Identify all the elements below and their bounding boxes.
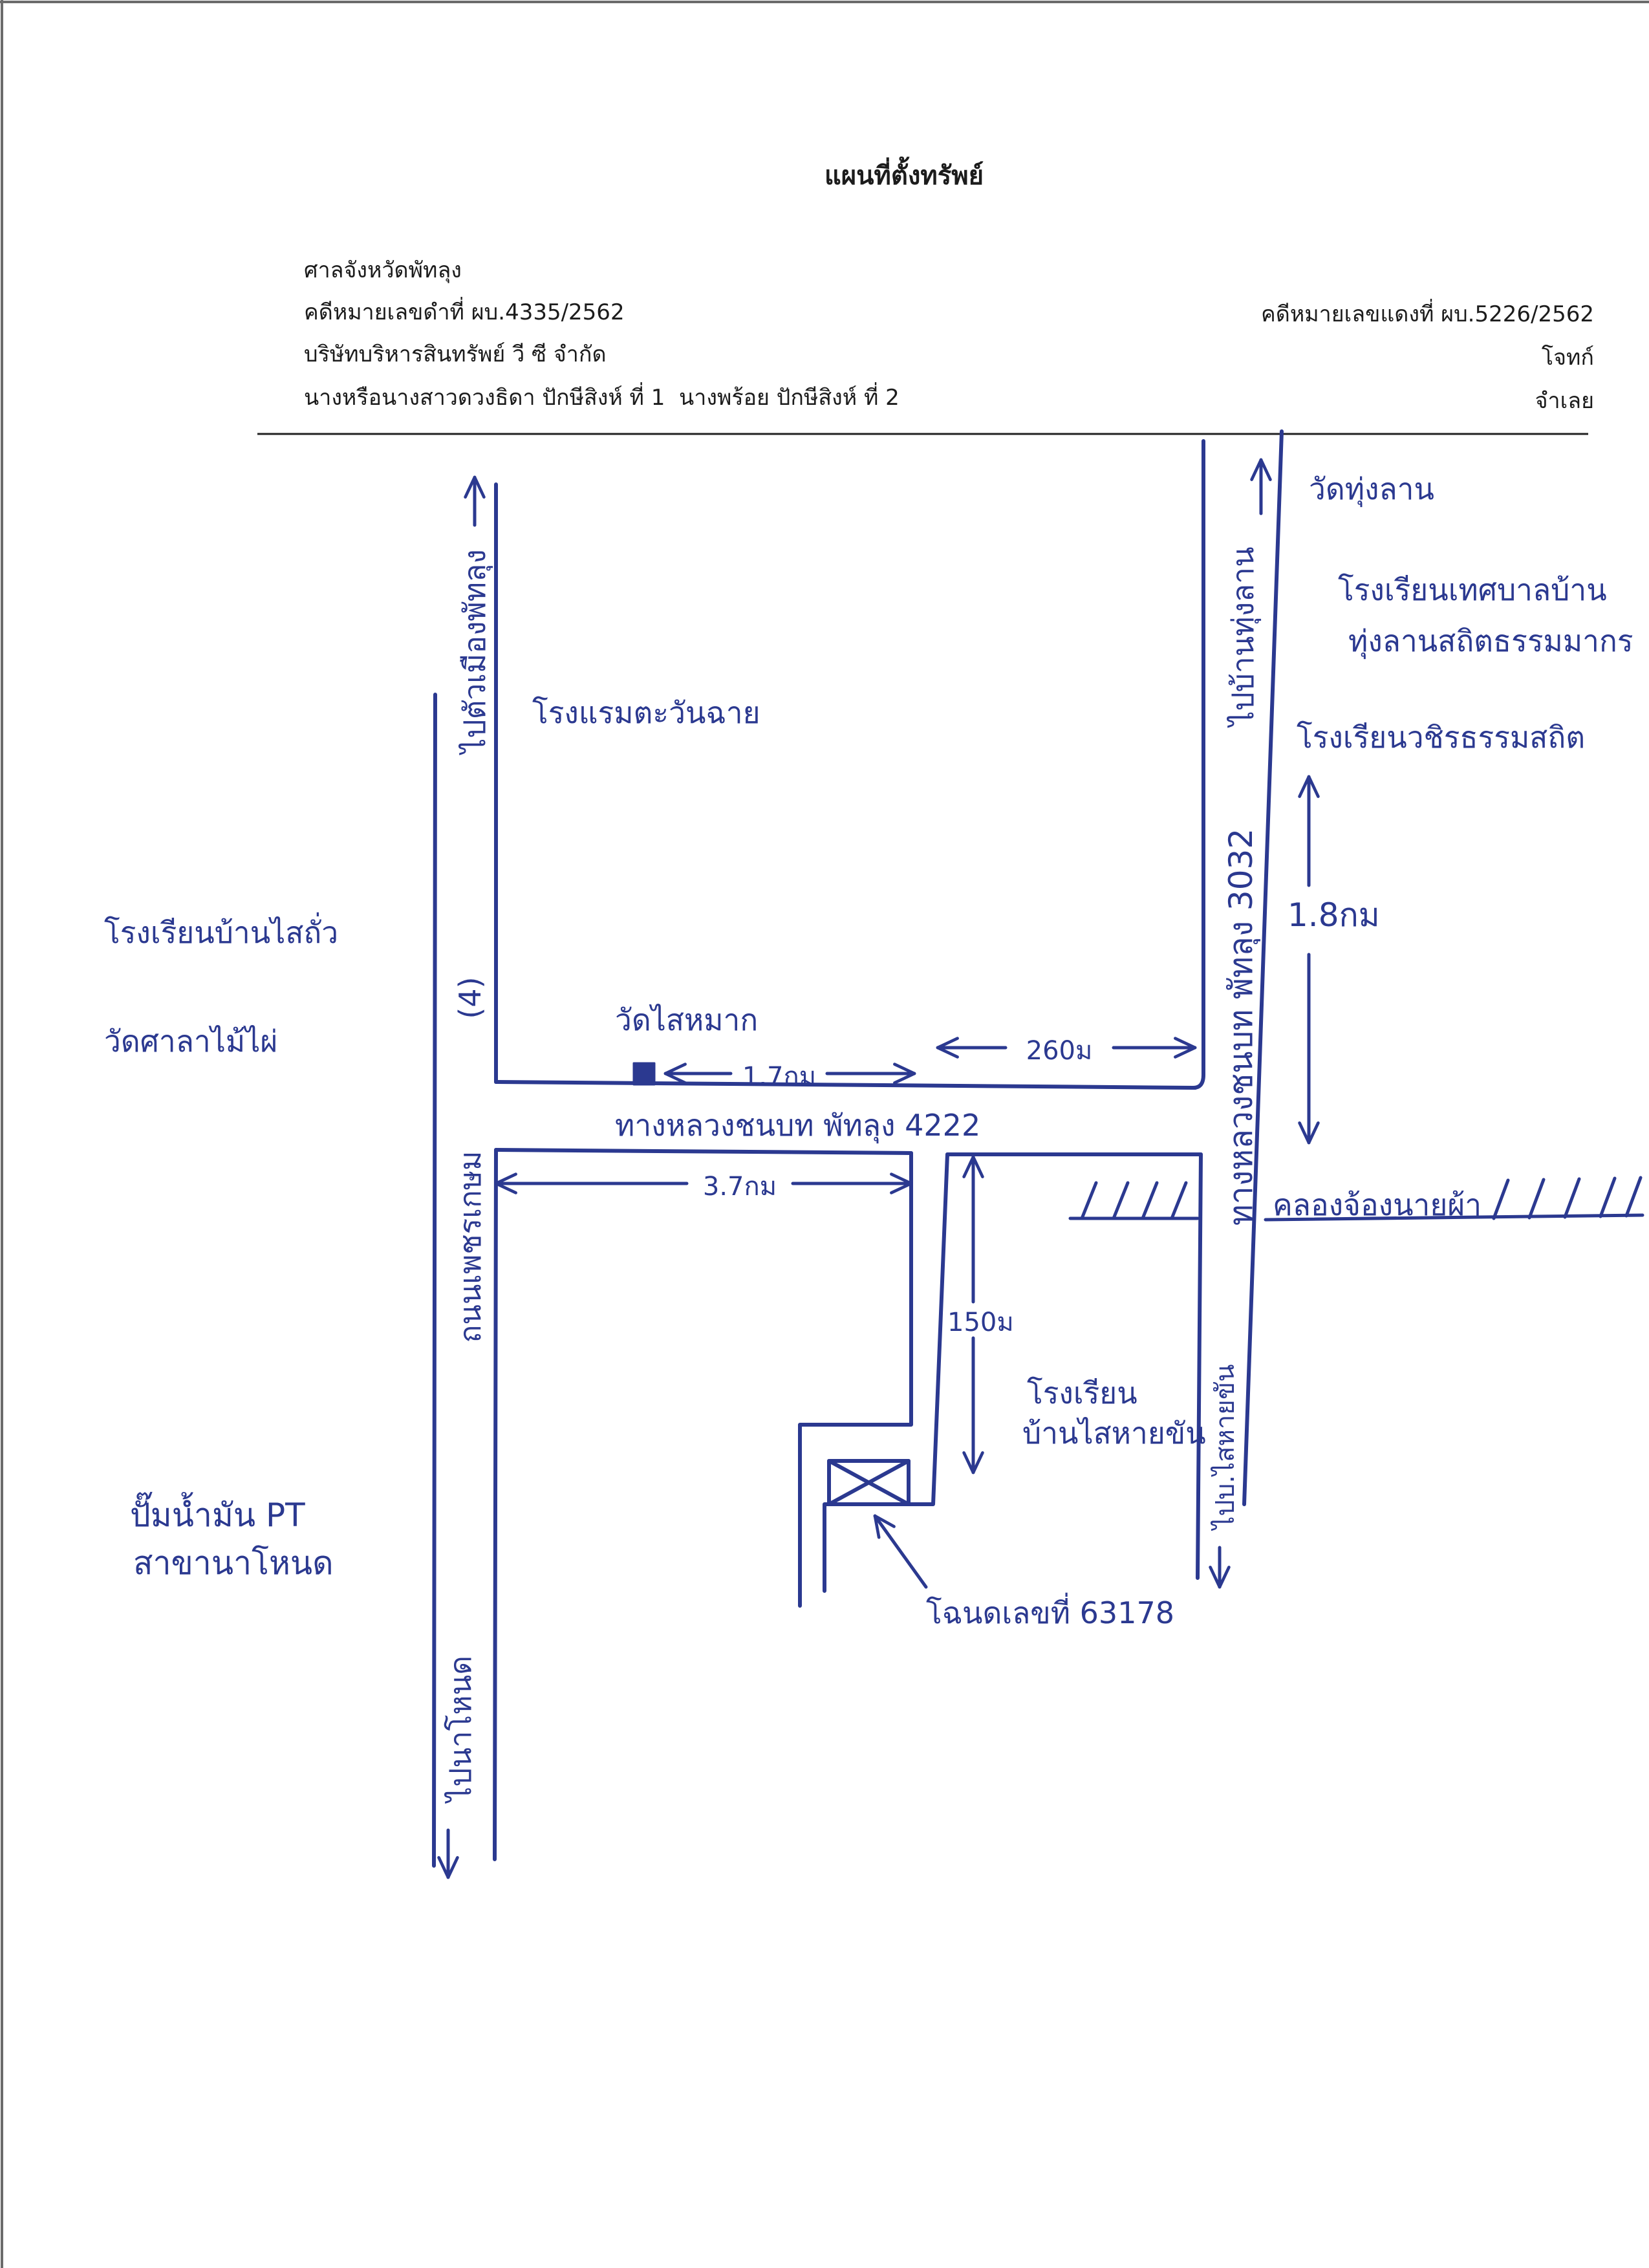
label-distance-3-7km: 3.7กม (703, 1172, 777, 1202)
document-header: แผนที่ตั้งทรัพย์ ศาลจังหวัดพัทลุง คดีหมา… (257, 157, 1594, 435)
map-drawing (432, 429, 1644, 1868)
phetkasem-road-west-edge (432, 693, 437, 1868)
property-plot (827, 1459, 911, 1506)
wat-sai-mak-marker (632, 1062, 656, 1086)
label-to-sai-hai-khan: ไปบ.ไสหายขัน (1211, 1364, 1240, 1531)
label-pt-station-line1: ปั๊มน้ำมัน PT (130, 1491, 305, 1534)
road-3032-east-edge (1242, 429, 1284, 1506)
label-tawan-chai-hotel: โรงแรมตะวันฉาย (532, 695, 760, 730)
label-distance-260m: 260ม (1026, 1036, 1093, 1066)
label-wachira-school: โรงเรียนวชิรธรรมสถิต (1297, 720, 1585, 755)
plaintiff-name: บริษัทบริหารสินทรัพย์ วี ซี จำกัด (304, 341, 607, 367)
label-sai-hai-khan-school-line2: บ้านไสหายขัน (1022, 1416, 1206, 1451)
label-to-na-nhot: ไปนาโหนด (443, 1656, 478, 1804)
red-case-number: คดีหมายเลขแดงที่ ผบ.5226/2562 (1261, 299, 1594, 327)
court-name: ศาลจังหวัดพัทลุง (304, 257, 462, 283)
label-phetkasem-road: ถนนเพชรเกษม (453, 1151, 488, 1343)
label-title-deed: โฉนดเลขที่ 63178 (926, 1592, 1174, 1630)
soi-west-edge (798, 1151, 913, 1608)
map-arrows (448, 458, 1309, 1879)
label-phetkasem-number: (4) (453, 977, 488, 1019)
label-wat-thung-lan: วัดทุ่งลาน (1309, 471, 1434, 508)
page-title: แผนที่ตั้งทรัพย์ (824, 157, 984, 191)
road-3032-west-edge-south (1196, 1152, 1203, 1580)
road-4222-south-edge-west (494, 1148, 913, 1155)
phetkasem-road-east-edge-south (493, 1148, 498, 1861)
property-plot-cross (827, 1459, 911, 1506)
label-sai-hai-khan-school-line1: โรงเรียน (1027, 1376, 1137, 1410)
label-wat-sai-mak: วัดไสหมาก (615, 1002, 758, 1037)
black-case-number: คดีหมายเลขดำที่ ผบ.4335/2562 (304, 297, 625, 325)
canal-east-line (1264, 1213, 1644, 1222)
label-distance-150m: 150ม (947, 1308, 1014, 1337)
label-distance-1-8km: 1.8กม (1288, 896, 1380, 934)
canal-west-hatching (1080, 1181, 1188, 1220)
soi-east-edge (823, 1152, 949, 1593)
defendant-names: นางหรือนางสาวดวงธิดา ปักษีสิงห์ ที่ 1 นา… (304, 382, 900, 411)
defendant-role: จำเลย (1535, 388, 1594, 414)
label-to-thung-lan: ไปบ้านทุ่งลาน (1225, 546, 1262, 728)
label-to-phatthalung-city: ไปตัวเมืองพัทลุง (457, 549, 493, 755)
label-rural-road-4222: ทางหลวงชนบท พัทลุง 4222 (615, 1108, 980, 1144)
label-sai-thua-school: โรงเรียนบ้านไสถั่ว (104, 912, 338, 950)
road-labels: ไปตัวเมืองพัทลุง (4) ถนนเพชรเกษม ไปนาโหน… (443, 546, 1262, 1804)
canal-east-hatching (1492, 1176, 1643, 1220)
label-rural-road-3032: ทางหลวงชนบท พัทลุง 3032 (1222, 828, 1260, 1226)
landmark-labels: วัดทุ่งลาน โรงเรียนเทศบาลบ้าน ทุ่งลานสถิ… (104, 471, 1633, 1630)
label-canal: คลองจ้องนายผ้า (1273, 1187, 1482, 1222)
label-thung-lan-school-line2: ทุ่งลานสถิตธรรมมากร (1348, 623, 1633, 660)
label-pt-station-line2: สาขานาโหนด (133, 1544, 334, 1582)
label-thung-lan-school-line1: โรงเรียนเทศบาลบ้าน (1338, 572, 1607, 607)
label-distance-1-7km: 1.7กม (742, 1062, 816, 1092)
distance-labels: 1.7กม 260ม 3.7กม 1.8กม 150ม (703, 896, 1380, 1337)
arrow-deed-pointer (873, 1514, 928, 1589)
label-wat-sala-mai-phai: วัดศาลาไม้ไผ่ (104, 1024, 277, 1059)
plaintiff-role: โจทก์ (1542, 345, 1594, 371)
road-4222-north-edge (494, 439, 1205, 1090)
